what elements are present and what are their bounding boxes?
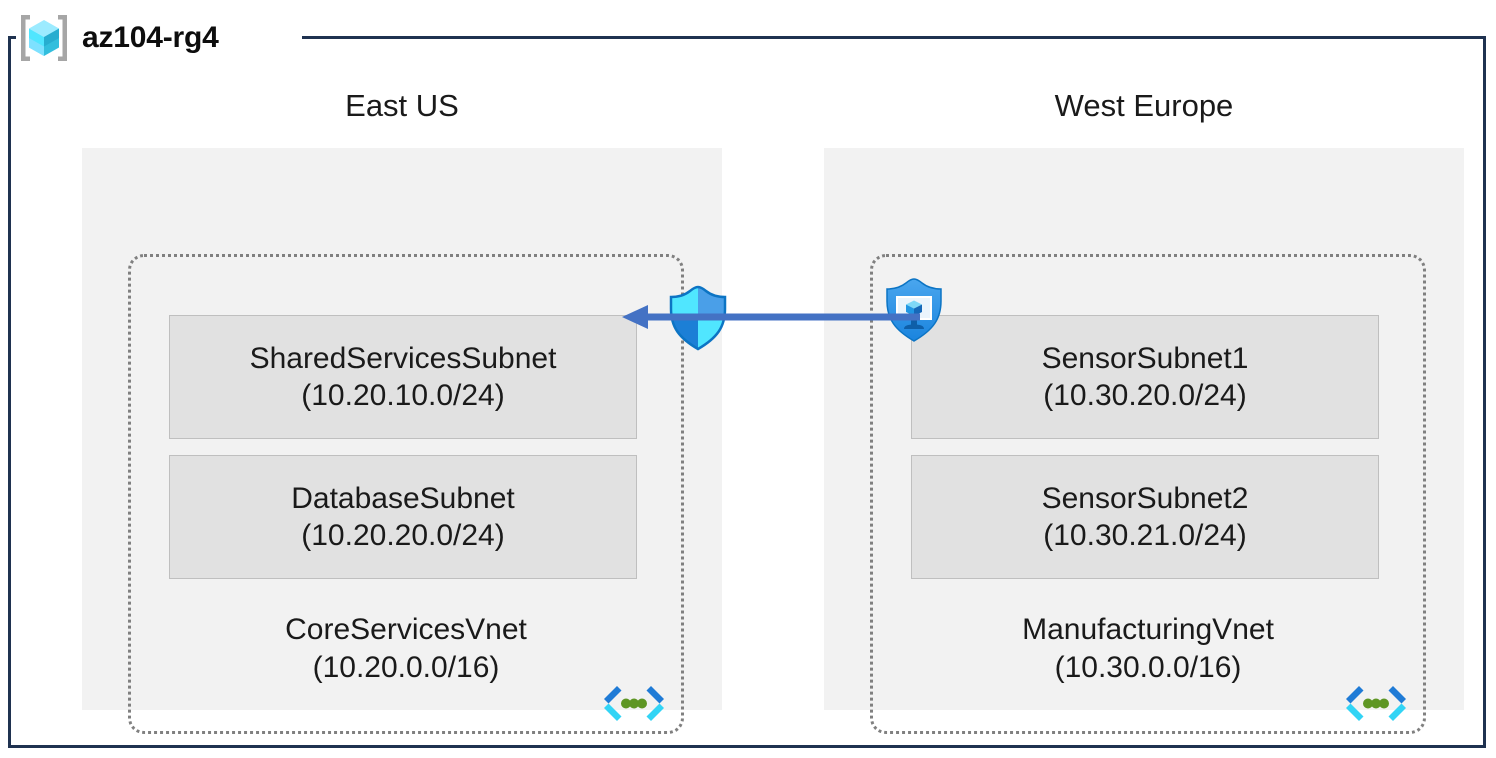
subnet-name: SensorSubnet2 bbox=[1041, 482, 1249, 515]
region-label-west-europe: West Europe bbox=[1054, 88, 1234, 123]
subnet-cidr: (10.30.20.0/24) bbox=[1043, 379, 1247, 412]
subnet-sensor-2[interactable]: SensorSubnet2 (10.30.21.0/24) bbox=[911, 455, 1379, 579]
subnet-cidr: (10.20.20.0/24) bbox=[301, 519, 505, 552]
vnet-name: CoreServicesVnet bbox=[285, 613, 527, 646]
subnet-name: DatabaseSubnet bbox=[291, 482, 515, 515]
resource-group-header: az104-rg4 bbox=[16, 10, 227, 66]
subnet-cidr: (10.20.10.0/24) bbox=[301, 379, 505, 412]
vnet-label-manufacturing: ManufacturingVnet (10.30.0.0/16) bbox=[873, 611, 1423, 687]
vnet-peering-arrow[interactable] bbox=[620, 300, 920, 334]
vnet-label-core-services: CoreServicesVnet (10.20.0.0/16) bbox=[131, 611, 681, 687]
subnet-database[interactable]: DatabaseSubnet (10.20.20.0/24) bbox=[169, 455, 637, 579]
resource-group-frame-top-left-segment bbox=[8, 36, 18, 39]
resource-group-frame bbox=[8, 36, 1486, 748]
region-east-us: East US SharedServicesSubnet (10.20.10.0… bbox=[82, 88, 727, 734]
subnet-cidr: (10.30.21.0/24) bbox=[1043, 519, 1247, 552]
region-box-west-europe: SensorSubnet1 (10.30.20.0/24) bbox=[824, 148, 1464, 734]
vnet-name: ManufacturingVnet bbox=[1022, 613, 1274, 646]
vnet-cidr: (10.30.0.0/16) bbox=[1054, 651, 1242, 684]
subnet-shared-services[interactable]: SharedServicesSubnet (10.20.10.0/24) bbox=[169, 315, 637, 439]
vnet-core-services[interactable]: SharedServicesSubnet (10.20.10.0/24) bbox=[128, 254, 727, 734]
virtual-network-icon[interactable] bbox=[601, 683, 667, 725]
region-box-east-us: SharedServicesSubnet (10.20.10.0/24) bbox=[82, 148, 727, 734]
subnet-sensor-1[interactable]: SensorSubnet1 (10.30.20.0/24) bbox=[911, 315, 1379, 439]
resource-group-cube-icon bbox=[16, 10, 72, 66]
subnet-name: SensorSubnet1 bbox=[1041, 342, 1249, 375]
virtual-network-icon[interactable] bbox=[1343, 683, 1409, 725]
vnet-cidr: (10.20.0.0/16) bbox=[312, 651, 500, 684]
region-label-east-us: East US bbox=[345, 88, 459, 123]
vnet-manufacturing[interactable]: SensorSubnet1 (10.30.20.0/24) bbox=[870, 254, 1426, 734]
resource-group-frame-top-right-segment bbox=[302, 36, 1486, 39]
resource-group-name: az104-rg4 bbox=[82, 21, 219, 54]
network-security-group-shield-icon[interactable] bbox=[667, 285, 729, 351]
region-west-europe: West Europe SensorSubnet1 (10.30.20.0/24… bbox=[824, 88, 1464, 734]
subnet-name: SharedServicesSubnet bbox=[249, 342, 557, 375]
application-security-group-shield-icon[interactable] bbox=[883, 277, 945, 343]
